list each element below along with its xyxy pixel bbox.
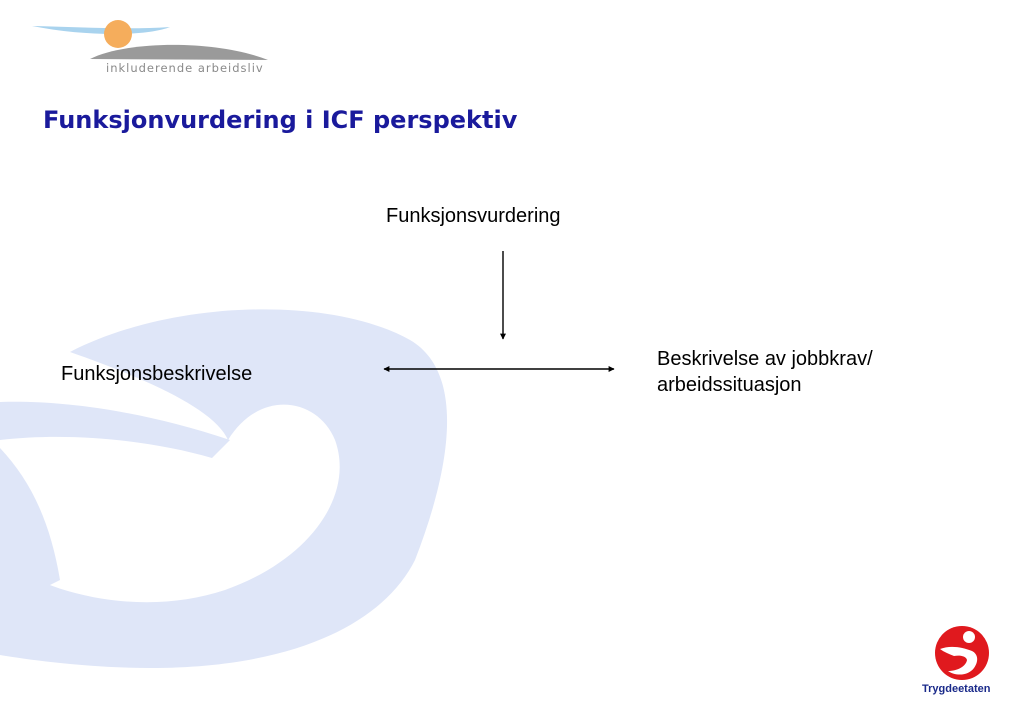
logo-ground-arc <box>90 44 268 60</box>
node-funksjonsvurdering: Funksjonsvurdering <box>386 205 561 227</box>
brand-text: Trygdeetaten <box>922 683 991 695</box>
node-jobbkrav: Beskrivelse av jobbkrav/ arbeidssituasjo… <box>657 346 873 398</box>
inkluderende-arbeidsliv-logo <box>32 20 268 60</box>
node-funksjonsbeskrivelse: Funksjonsbeskrivelse <box>61 363 253 385</box>
slide-title: Funksjonvurdering i ICF perspektiv <box>43 106 518 134</box>
node-jobbkrav-line-2: arbeidssituasjon <box>657 374 802 396</box>
node-jobbkrav-line-1: Beskrivelse av jobbkrav/ <box>657 348 873 370</box>
logo-text: inkluderende arbeidsliv <box>106 61 264 75</box>
logo-sun <box>104 20 132 48</box>
trygdeetaten-logo <box>935 626 989 680</box>
logo-sky-wing <box>32 26 170 34</box>
